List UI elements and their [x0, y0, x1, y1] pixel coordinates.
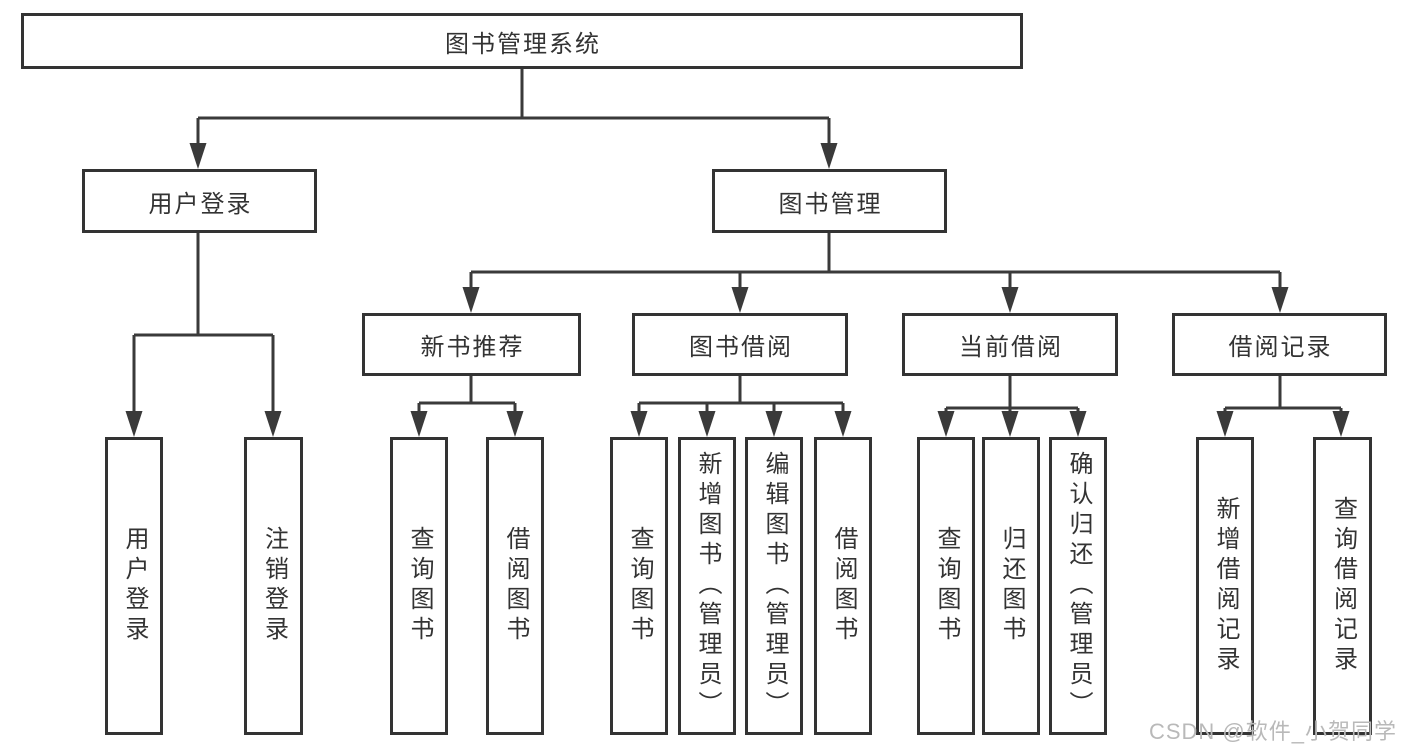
arrow-down-icon [820, 143, 838, 169]
leaf-user-login-label: 用户登录 [121, 526, 148, 646]
leaf-query-books-borrow: 查询图书 [610, 437, 668, 735]
leaf-confirm-return-admin: 确认归还（管理员） [1049, 437, 1107, 735]
leaf-query-books-current-label: 查询图书 [933, 526, 960, 646]
leaf-logout-label: 注销登录 [260, 526, 288, 646]
arrow-down-icon [765, 411, 783, 437]
leaf-query-books-current: 查询图书 [917, 437, 975, 735]
node-new-book-recommend: 新书推荐 [362, 313, 581, 376]
arrow-down-icon [264, 411, 282, 437]
node-user-login: 用户登录 [82, 169, 317, 233]
arrow-down-icon [698, 411, 716, 437]
node-new-book-recommend-label: 新书推荐 [420, 334, 525, 361]
leaf-add-borrow-record-label: 新增借阅记录 [1212, 496, 1239, 676]
arrow-down-icon [1332, 411, 1350, 437]
node-book-borrow-label: 图书借阅 [689, 334, 793, 361]
arrow-down-icon [410, 411, 428, 437]
node-book-borrow: 图书借阅 [632, 313, 848, 376]
leaf-edit-book-admin-label: 编辑图书（管理员） [761, 451, 788, 721]
arrow-down-icon [125, 411, 143, 437]
leaf-add-book-admin: 新增图书（管理员） [678, 437, 736, 735]
arrow-down-icon [506, 411, 524, 437]
leaf-borrow-books-recommend: 借阅图书 [486, 437, 544, 735]
leaf-borrow-books: 借阅图书 [814, 437, 872, 735]
node-user-login-label: 用户登录 [148, 190, 253, 218]
leaf-query-books-recommend-label: 查询图书 [406, 526, 433, 646]
leaf-return-book: 归还图书 [982, 437, 1040, 735]
leaf-user-login: 用户登录 [105, 437, 163, 735]
arrow-down-icon [937, 411, 955, 437]
node-book-management-label: 图书管理 [778, 190, 883, 218]
leaf-borrow-books-recommend-label: 借阅图书 [502, 526, 529, 646]
arrow-down-icon [462, 287, 480, 313]
leaf-edit-book-admin: 编辑图书（管理员） [745, 437, 803, 735]
node-current-borrow: 当前借阅 [902, 313, 1118, 376]
arrow-down-icon [1216, 411, 1234, 437]
leaf-return-book-label: 归还图书 [998, 526, 1025, 646]
leaf-add-borrow-record: 新增借阅记录 [1196, 437, 1254, 735]
arrow-down-icon [731, 287, 749, 313]
leaf-query-borrow-record: 查询借阅记录 [1313, 437, 1372, 735]
node-borrow-records-label: 借阅记录 [1228, 334, 1333, 361]
node-root-label: 图书管理系统 [445, 30, 601, 58]
leaf-query-books-recommend: 查询图书 [390, 437, 448, 735]
leaf-borrow-books-label: 借阅图书 [830, 526, 857, 646]
node-book-management: 图书管理 [712, 169, 947, 233]
arrow-down-icon [1271, 287, 1289, 313]
arrow-down-icon [1001, 411, 1019, 437]
arrow-down-icon [189, 143, 207, 169]
node-root: 图书管理系统 [21, 13, 1023, 69]
leaf-query-borrow-record-label: 查询借阅记录 [1329, 496, 1357, 676]
node-current-borrow-label: 当前借阅 [959, 334, 1063, 361]
node-borrow-records: 借阅记录 [1172, 313, 1387, 376]
arrow-down-icon [630, 411, 648, 437]
csdn-watermark: CSDN @软件_小贺同学 [1148, 719, 1397, 744]
leaf-add-book-admin-label: 新增图书（管理员） [694, 451, 721, 721]
arrow-down-icon [1069, 411, 1087, 437]
arrow-down-icon [834, 411, 852, 437]
leaf-confirm-return-admin-label: 确认归还（管理员） [1065, 451, 1092, 721]
leaf-logout: 注销登录 [244, 437, 303, 735]
leaf-query-books-borrow-label: 查询图书 [626, 526, 653, 646]
arrow-down-icon [1001, 287, 1019, 313]
